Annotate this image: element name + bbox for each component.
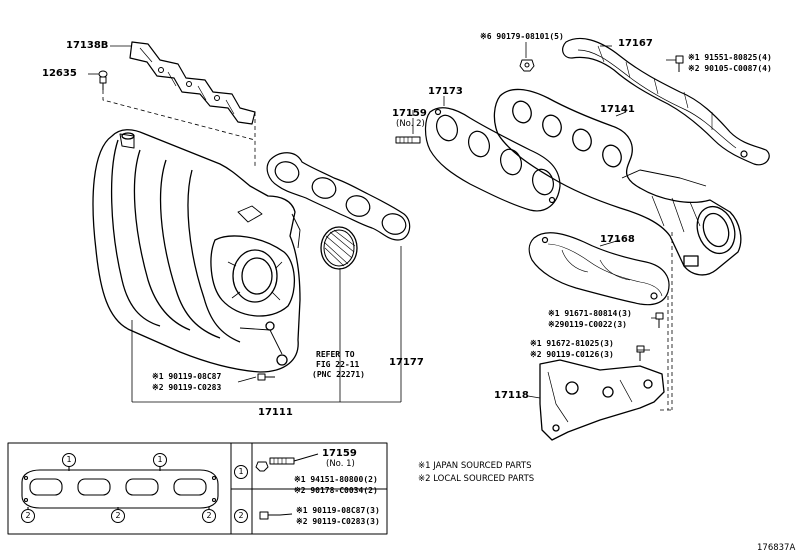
part-label-12635: 12635 [42, 68, 77, 79]
note-local-sourced: ※2 LOCAL SOURCED PARTS [418, 474, 535, 484]
fastener-label-17118-a: ※1 91672-81025(3) [530, 339, 614, 348]
legend-row1-marker: 1 [234, 465, 248, 479]
part-label-17159: 17159 [392, 108, 427, 119]
part-label-17138b: 17138B [66, 40, 109, 51]
legend-row1-b: ※2 90178-C0034(2) [294, 486, 378, 495]
fastener-label-17168-a: ※1 91671-80814(3) [548, 309, 632, 318]
part-note-17159: (No. 2) [396, 119, 425, 129]
legend-marker-gasket-1b: 1 [153, 453, 167, 467]
refer-label-line3: (PNC 22271) [312, 370, 365, 379]
legend-marker-gasket-1a: 1 [62, 453, 76, 467]
nut-90179-drawing [519, 59, 535, 72]
legend-box-frame [7, 442, 388, 535]
stud-17159-drawing [395, 136, 421, 144]
fastener-label-17167-b: ※2 90105-C0087(4) [688, 64, 772, 73]
fastener-label-17111-a: ※1 90119-08C87 [152, 372, 222, 381]
legend-marker-gasket-2b: 2 [111, 509, 125, 523]
legend-row2-a: ※1 90119-08C87(3) [296, 506, 380, 515]
figure-id: 176837A [757, 543, 796, 553]
bolt-17111-drawing [257, 373, 275, 381]
legend-gasket-drawing [21, 466, 219, 509]
part-label-17141: 17141 [600, 104, 635, 115]
leader-lines [88, 42, 676, 411]
bolt-17118-drawing [636, 345, 645, 361]
fastener-label-17111-b: ※2 90119-C0283 [152, 383, 222, 392]
intake-manifold-drawing [92, 129, 301, 373]
legend-marker-gasket-2a: 2 [21, 509, 35, 523]
note-japan-sourced: ※1 JAPAN SOURCED PARTS [418, 461, 532, 471]
exhaust-manifold-17141-drawing [493, 88, 742, 276]
insulator-17167-drawing [562, 37, 770, 166]
part-label-17168: 17168 [600, 234, 635, 245]
intake-gasket-drawing [266, 152, 411, 241]
fastener-label-nut-top: ※6 90179-08101(5) [480, 32, 564, 41]
part-label-17167: 17167 [618, 38, 653, 49]
fastener-label-17118-b: ※2 90119-C0126(3) [530, 350, 614, 359]
fastener-label-17168-b: ※290119-C0022(3) [548, 320, 627, 329]
part-label-17111: 17111 [258, 407, 293, 418]
part-label-17118: 17118 [494, 390, 529, 401]
bracket-17118-drawing [539, 359, 665, 441]
legend-marker-gasket-2c: 2 [202, 509, 216, 523]
legend-stud-note: (No. 1) [326, 459, 355, 469]
bolt-12635-drawing [98, 70, 108, 90]
legend-row2-b: ※2 90119-C0283(3) [296, 517, 380, 526]
exhaust-gasket-17173-drawing [424, 107, 561, 212]
legend-bolt-drawing [259, 511, 293, 520]
legend-nut-drawing [255, 453, 319, 472]
refer-label-line2: FIG 22-11 [316, 360, 360, 369]
legend-row2-marker: 2 [234, 509, 248, 523]
insulator-17138b-drawing [129, 41, 256, 125]
legend-row1-a: ※1 94151-80800(2) [294, 475, 378, 484]
refer-label-line1: REFER TO [316, 350, 355, 359]
part-label-17177: 17177 [389, 357, 424, 368]
bolt-17167-drawing [675, 55, 684, 72]
legend-stud-part: 17159 [322, 448, 357, 459]
bolt-17168-drawing [655, 312, 664, 328]
fastener-label-17167-a: ※1 91551-80825(4) [688, 53, 772, 62]
part-label-17173: 17173 [428, 86, 463, 97]
throttle-gasket-drawing [320, 226, 358, 270]
insulator-17168-drawing [528, 232, 670, 306]
